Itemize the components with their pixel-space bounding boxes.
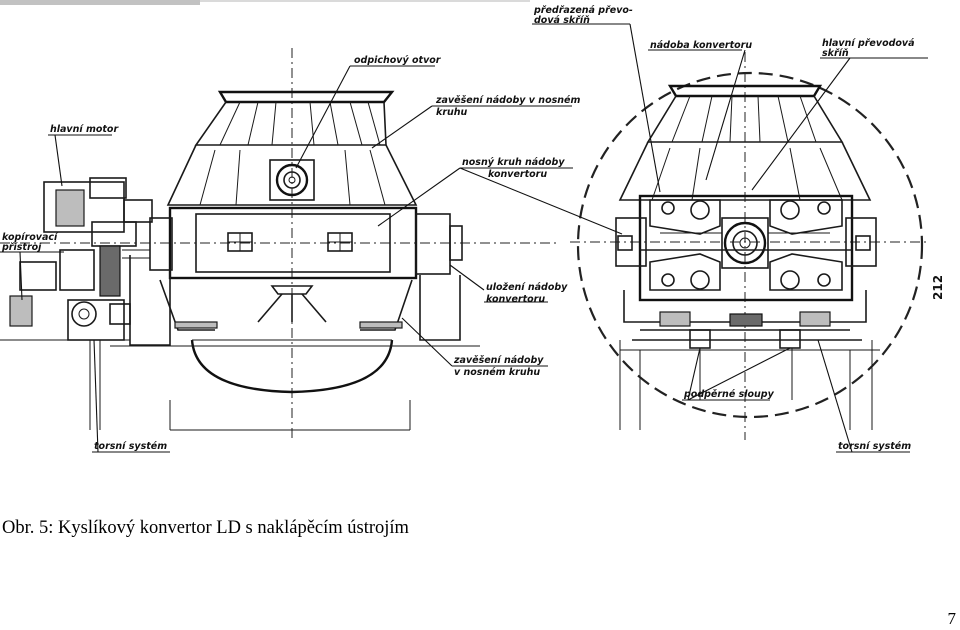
label-hlavni-motor: hlavní motor xyxy=(50,124,119,135)
label-odpichovy-otvor: odpichový otvor xyxy=(354,55,442,66)
label-torsni-system-left: torsní systém xyxy=(94,441,167,452)
label-predrazena-line2: dová skříň xyxy=(534,15,590,26)
drawing-number: 212 xyxy=(931,275,945,300)
label-kopirovaci-line1: kopírovací xyxy=(2,232,59,243)
label-zaveseni-top-line1: zavěšení nádoby v nosném xyxy=(435,95,580,106)
label-predrazena-line1: předřazená převo- xyxy=(533,5,633,16)
page-number: 7 xyxy=(947,609,957,628)
label-zaveseni-bottom-line1: zavěšení nádoby xyxy=(453,355,544,366)
label-hlavni-prevodova-line1: hlavní převodová xyxy=(822,38,915,49)
label-nosny-kruh-line2: konvertoru xyxy=(488,169,547,180)
label-nadoba-konvertoru: nádoba konvertoru xyxy=(650,40,752,51)
label-kopirovaci-line2: přístroj xyxy=(1,242,42,253)
label-leaders xyxy=(0,23,928,453)
label-torsni-system-right: torsní systém xyxy=(838,441,911,452)
scan-edge-smudge xyxy=(200,0,530,2)
label-podperne-sloupy: podpěrné sloupy xyxy=(683,389,775,400)
label-ulozeni-line2: konvertoru xyxy=(486,294,545,305)
label-nosny-kruh-line1: nosný kruh nádoby xyxy=(462,157,565,168)
right-front-view xyxy=(570,52,930,440)
left-side-view xyxy=(0,48,560,440)
scan-edge-smudge xyxy=(0,0,200,5)
label-zaveseni-top-line2: kruhu xyxy=(436,107,468,118)
label-ulozeni-line1: uložení nádoby xyxy=(486,282,568,293)
figure-caption: Obr. 5: Kyslíkový konvertor LD s naklápě… xyxy=(2,518,409,538)
drawing-labels: předřazená převo- dová skříň nádoba konv… xyxy=(1,5,945,452)
converter-technical-drawing: předřazená převo- dová skříň nádoba konv… xyxy=(0,0,945,453)
label-hlavni-prevodova-line2: skříň xyxy=(822,48,849,59)
label-zaveseni-bottom-line2: v nosném kruhu xyxy=(454,367,540,378)
